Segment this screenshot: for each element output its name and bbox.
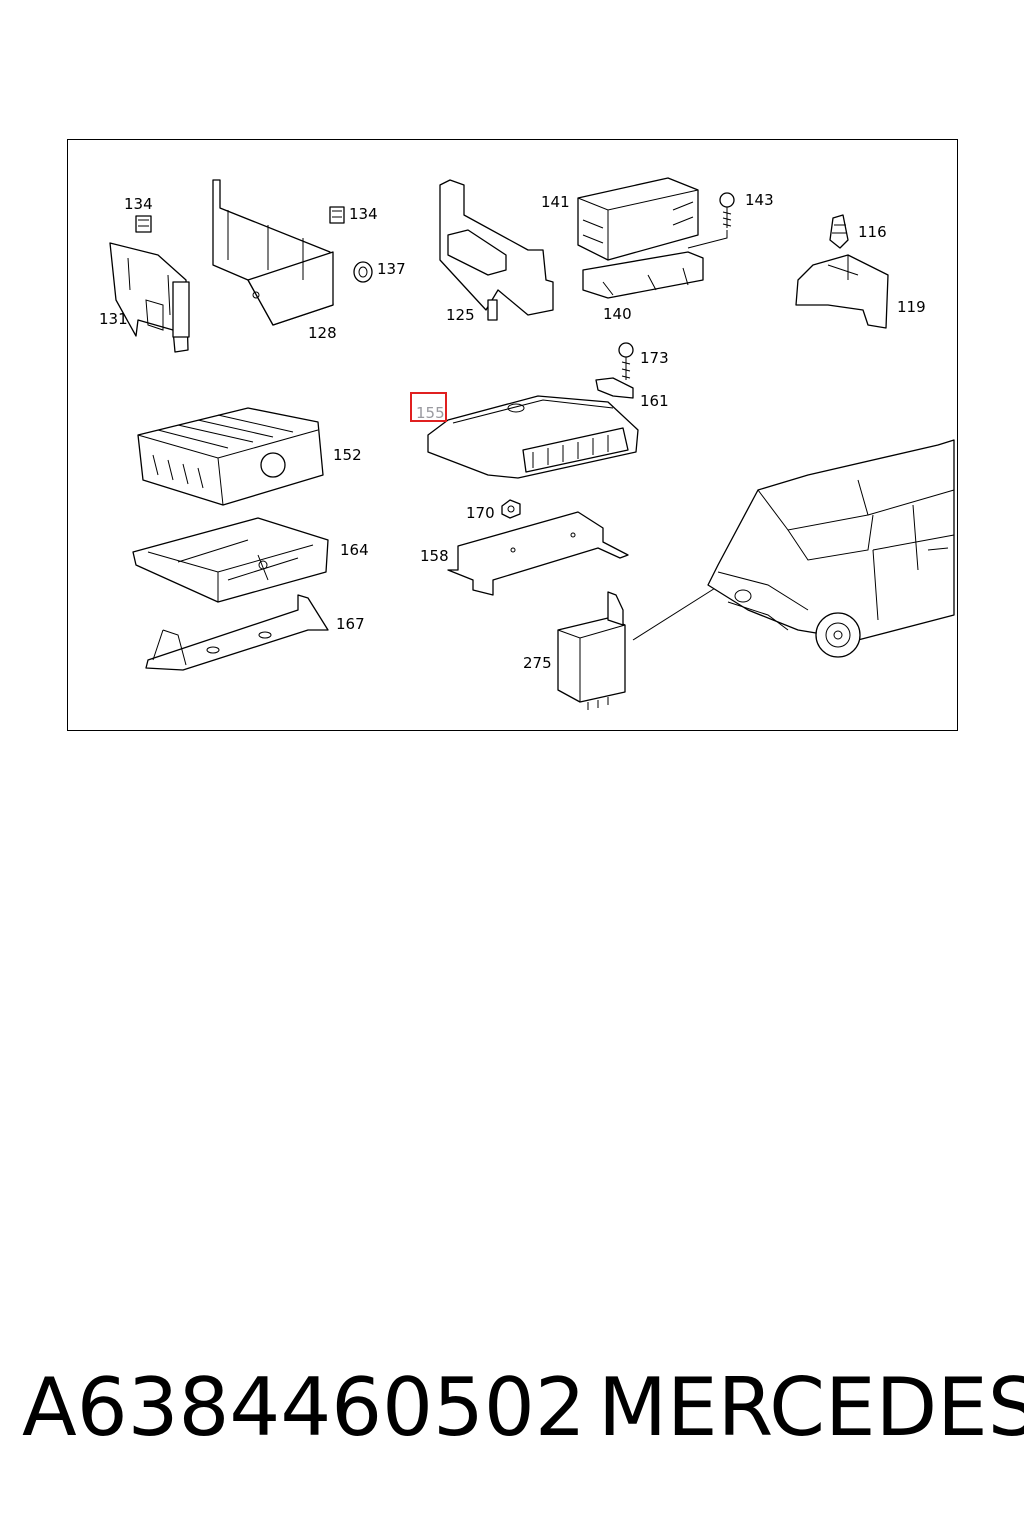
part-134-clip-left — [135, 215, 152, 233]
part-275-relay — [557, 584, 721, 710]
label-134-left: 134 — [124, 195, 153, 213]
parts-diagram-frame: 134 134 137 131 128 125 141 143 140 116 … — [67, 139, 958, 731]
label-161: 161 — [640, 392, 669, 410]
part-164-tray — [132, 517, 329, 603]
parts-diagram: 134 134 137 131 128 125 141 143 140 116 … — [99, 177, 955, 710]
part-158-bracket — [447, 511, 629, 596]
label-141: 141 — [541, 193, 570, 211]
part-128-bracket — [212, 179, 334, 326]
label-137: 137 — [377, 260, 406, 278]
part-number: A6384460502 — [22, 1361, 586, 1454]
part-134-clip-right — [329, 206, 345, 224]
part-161-clamp — [595, 377, 634, 399]
label-170: 170 — [466, 504, 495, 522]
callout-highlight-box — [410, 392, 447, 422]
label-125: 125 — [446, 306, 475, 324]
label-155-highlighted: 155 — [416, 404, 445, 422]
label-116: 116 — [858, 223, 887, 241]
label-164: 164 — [340, 541, 369, 559]
part-155-control-unit — [427, 395, 639, 479]
part-141-duct — [577, 177, 699, 261]
label-119: 119 — [897, 298, 926, 316]
part-152-module — [137, 407, 324, 506]
label-167: 167 — [336, 615, 365, 633]
label-131: 131 — [99, 310, 128, 328]
part-143-screw — [687, 192, 735, 249]
label-275: 275 — [523, 654, 552, 672]
label-140: 140 — [603, 305, 632, 323]
part-125-bracket — [439, 179, 554, 321]
label-173: 173 — [640, 349, 669, 367]
part-140-plate — [582, 251, 704, 299]
label-152: 152 — [333, 446, 362, 464]
part-170-nut — [501, 499, 521, 519]
van-illustration — [707, 439, 955, 658]
part-167-bracket — [145, 594, 329, 671]
label-158: 158 — [420, 547, 449, 565]
part-131-bracket — [109, 242, 190, 353]
brand-name: MERCEDES — [598, 1361, 1024, 1454]
part-119-cover — [795, 254, 889, 329]
label-143: 143 — [745, 191, 774, 209]
label-134-right: 134 — [349, 205, 378, 223]
part-137-grommet — [353, 261, 373, 283]
part-116-clip — [829, 214, 849, 249]
part-173-screw — [618, 342, 634, 380]
label-128: 128 — [308, 324, 337, 342]
